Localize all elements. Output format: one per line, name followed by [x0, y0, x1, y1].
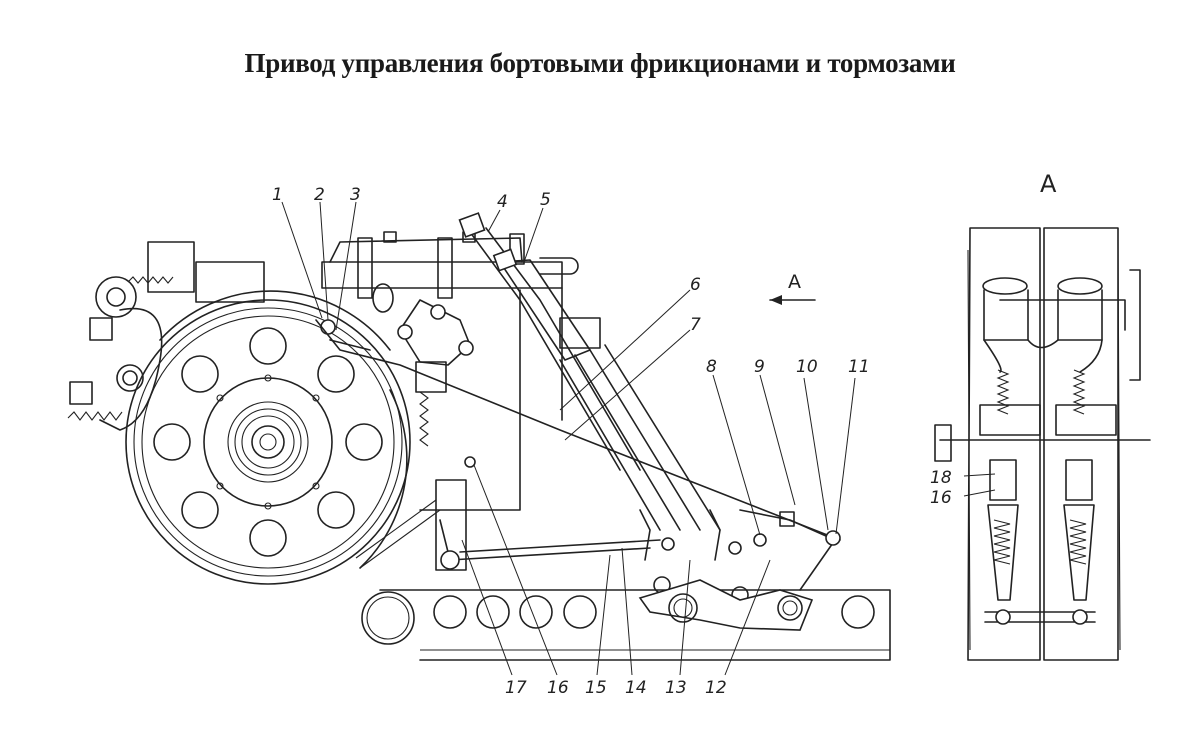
callout-1: 1 [272, 185, 283, 205]
view-a-label: A [1040, 170, 1057, 198]
callout-17: 17 [505, 678, 527, 698]
callouts-main: 1 2 3 4 5 6 7 8 9 10 11 12 13 14 15 16 1… [272, 185, 870, 698]
engine-assembly [67, 231, 601, 585]
callout-3: 3 [350, 185, 361, 205]
callout-15: 15 [585, 678, 607, 698]
callout-12: 12 [705, 678, 727, 698]
callout-16-side: 16 [930, 488, 952, 508]
callout-9: 9 [754, 357, 765, 377]
callout-7: 7 [690, 315, 701, 335]
callout-4: 4 [497, 192, 508, 212]
frame-rail [361, 579, 891, 661]
callout-10: 10 [796, 357, 818, 377]
callout-14: 14 [625, 678, 647, 698]
callout-11: 11 [848, 357, 870, 377]
callout-5: 5 [540, 190, 551, 210]
callout-13: 13 [665, 678, 687, 698]
callout-2: 2 [314, 185, 325, 205]
leader-lines [281, 201, 856, 676]
callout-6: 6 [690, 275, 701, 295]
callout-16: 16 [547, 678, 569, 698]
callout-18: 18 [930, 468, 952, 488]
view-a-section: A 18 16 [930, 170, 1151, 661]
diagram-title: Привод управления бортовыми фрикционами … [244, 48, 956, 78]
callout-8: 8 [706, 357, 717, 377]
control-linkage [315, 212, 841, 604]
view-arrow-label: A [788, 271, 801, 293]
